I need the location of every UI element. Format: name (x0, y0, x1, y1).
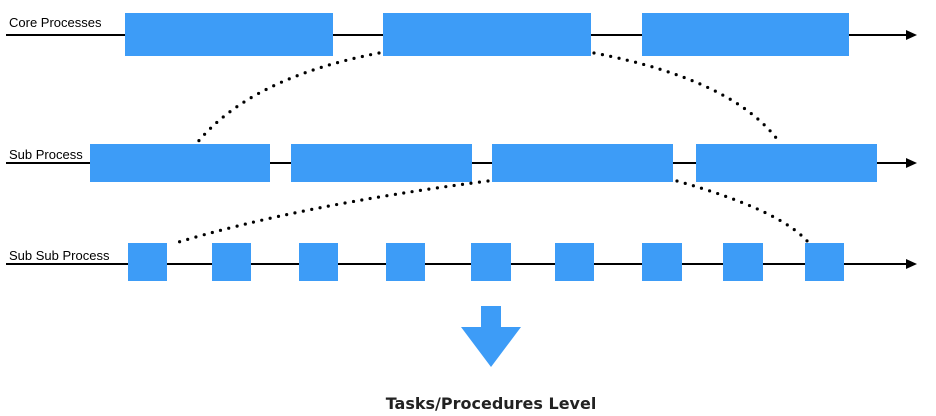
zoom-connector-left-lower (170, 179, 490, 246)
sub-sub-process-box (128, 243, 167, 281)
sub-sub-process-box (212, 243, 251, 281)
sub-sub-process-box (555, 243, 594, 281)
sub-sub-process-box (299, 243, 338, 281)
sub-process-arrowhead (906, 158, 917, 168)
zoom-connector-right-lower (675, 179, 810, 244)
core-process-box (125, 13, 333, 56)
core-processes-arrowhead (906, 30, 917, 40)
core-processes-level: Core Processes (6, 13, 917, 56)
zoom-connectors (170, 51, 810, 246)
down-arrow-icon (461, 306, 521, 367)
zoom-connector-left-upper (195, 51, 381, 145)
sub-sub-process-box (642, 243, 682, 281)
sub-process-label: Sub Process (9, 147, 83, 162)
sub-sub-process-arrowhead (906, 259, 917, 269)
tasks-procedures-caption: Tasks/Procedures Level (386, 394, 597, 413)
core-process-box (642, 13, 849, 56)
sub-sub-process-box (471, 243, 511, 281)
sub-process-box (291, 144, 472, 182)
sub-sub-process-level: Sub Sub Process (6, 243, 917, 281)
sub-sub-process-box (723, 243, 763, 281)
sub-process-box (492, 144, 673, 182)
sub-sub-process-box (805, 243, 844, 281)
core-processes-label: Core Processes (9, 15, 102, 30)
sub-process-box (696, 144, 877, 182)
sub-process-box (90, 144, 270, 182)
sub-sub-process-box (386, 243, 425, 281)
core-process-box (383, 13, 591, 56)
zoom-connector-right-upper (592, 51, 782, 145)
sub-sub-process-label: Sub Sub Process (9, 248, 110, 263)
sub-process-level: Sub Process (6, 144, 917, 182)
